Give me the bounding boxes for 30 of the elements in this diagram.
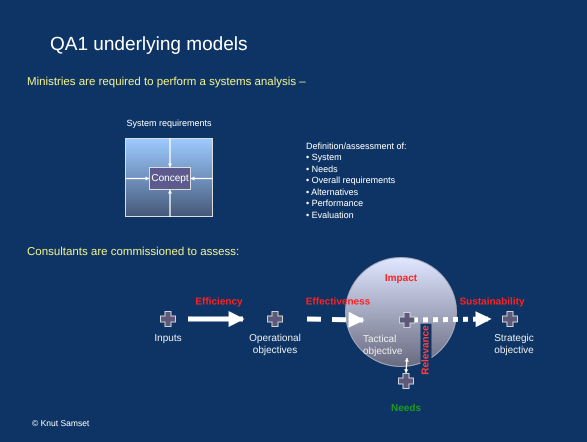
arrow [188, 311, 245, 327]
list-item: • Alternatives [306, 186, 358, 196]
arrow [306, 312, 365, 328]
arrow [404, 358, 409, 374]
edge-label: Relevance [420, 323, 432, 377]
text-line: Ministries are required to perform a systems analysis – [27, 76, 306, 88]
arrow [168, 190, 172, 217]
concept-box: Concept [149, 167, 191, 190]
box-heading: System requirements [125, 118, 213, 128]
node-label: Operational objectives [248, 333, 302, 357]
arrow [125, 176, 150, 181]
node-label: Strategic objective [493, 333, 535, 357]
list-item: • Evaluation [306, 210, 354, 220]
text-line: Definition/assessment of: [306, 141, 407, 151]
edge-label: Efficiency [195, 296, 243, 308]
list-item: • Overall requirements [306, 175, 396, 185]
edge-label: Sustainability [460, 296, 524, 308]
node-label: Needs [390, 403, 422, 415]
copyright-text: © Knut Samset [32, 418, 90, 428]
arrow [168, 138, 172, 168]
circle-label: Impact [384, 273, 418, 284]
slide-title: QA1 underlying models [50, 34, 248, 56]
list-item: • System [306, 152, 342, 162]
node-label: Inputs [153, 333, 183, 345]
list-item: • Needs [306, 164, 338, 174]
list-item: • Performance [306, 198, 364, 208]
arrow [190, 176, 213, 181]
text-line: Consultants are commissioned to assess: [27, 246, 240, 258]
arrow [412, 311, 492, 328]
node-label: Tactical objective [363, 334, 403, 358]
